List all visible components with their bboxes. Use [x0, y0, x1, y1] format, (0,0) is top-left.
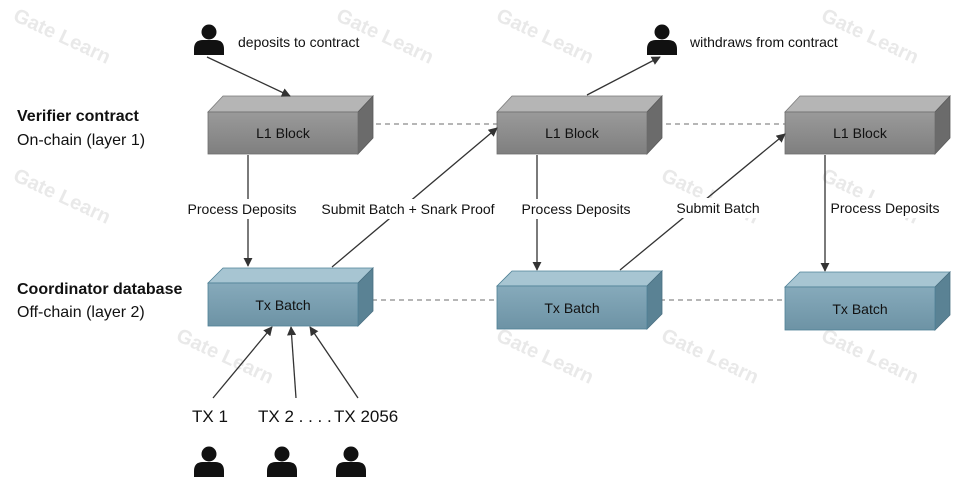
- l1-block: L1 Block: [496, 94, 663, 156]
- process-deposits-label: Process Deposits: [188, 201, 297, 217]
- withdraw-user-label: withdraws from contract: [689, 34, 838, 50]
- watermark: Gate Learn: [10, 165, 114, 229]
- layer2-title: Coordinator database: [17, 281, 182, 298]
- watermark: Gate Learn: [818, 165, 922, 229]
- label-bg: [672, 198, 764, 218]
- l1-block-label: L1 Block: [256, 125, 311, 141]
- layer1-title: Verifier contract: [17, 108, 140, 125]
- user-icon: [267, 446, 297, 477]
- l1-block: L1 Block: [207, 94, 374, 156]
- watermark: Gate Learn: [173, 325, 277, 389]
- submit-batch-label: Submit Batch: [676, 200, 759, 216]
- label-bg: [522, 199, 632, 219]
- watermark: Gate Learn: [10, 5, 114, 69]
- watermark: Gate Learn: [493, 5, 597, 69]
- tx2-label: TX 2 . . . .: [258, 407, 332, 426]
- label-bg: [318, 199, 498, 219]
- process-deposits-label: Process Deposits: [522, 201, 631, 217]
- layer2-subtitle: Off-chain (layer 2): [17, 304, 145, 321]
- user-icon: [194, 446, 224, 477]
- watermark-group: Gate Learn Gate Learn Gate Learn Gate Le…: [10, 5, 922, 389]
- l1-block: L1 Block: [784, 94, 951, 156]
- label-bg: [188, 199, 298, 219]
- tx-arrow: [287, 326, 297, 399]
- submit-batch-snark-label: Submit Batch + Snark Proof: [321, 201, 494, 217]
- user-icon: [336, 446, 366, 477]
- process-deposits-label: Process Deposits: [831, 200, 940, 216]
- watermark: Gate Learn: [493, 325, 597, 389]
- tx2056-label: TX 2056: [334, 407, 398, 426]
- layer1-subtitle: On-chain (layer 1): [17, 132, 145, 149]
- tx-arrow: [309, 326, 359, 399]
- user-icon: [647, 24, 677, 55]
- submit-batch-snark-arrow: [331, 127, 498, 268]
- withdraw-arrow: [586, 56, 661, 96]
- tx-batch-block: Tx Batch: [207, 267, 374, 327]
- tx-arrow: [212, 326, 273, 399]
- tx1-label: TX 1: [192, 407, 228, 426]
- deposit-user-label: deposits to contract: [238, 34, 360, 50]
- deposit-arrow: [206, 56, 291, 97]
- watermark: Gate Learn: [658, 325, 762, 389]
- tx-batch-block: Tx Batch: [784, 271, 951, 331]
- label-bg: [830, 198, 942, 218]
- user-icon: [194, 24, 224, 55]
- watermark: Gate Learn: [818, 325, 922, 389]
- tx-batch-label: Tx Batch: [832, 301, 887, 317]
- l1-block-label: L1 Block: [545, 125, 600, 141]
- tx-batch-label: Tx Batch: [255, 297, 310, 313]
- l1-block-label: L1 Block: [833, 125, 888, 141]
- tx-batch-label: Tx Batch: [544, 300, 599, 316]
- tx-batch-block: Tx Batch: [496, 270, 663, 330]
